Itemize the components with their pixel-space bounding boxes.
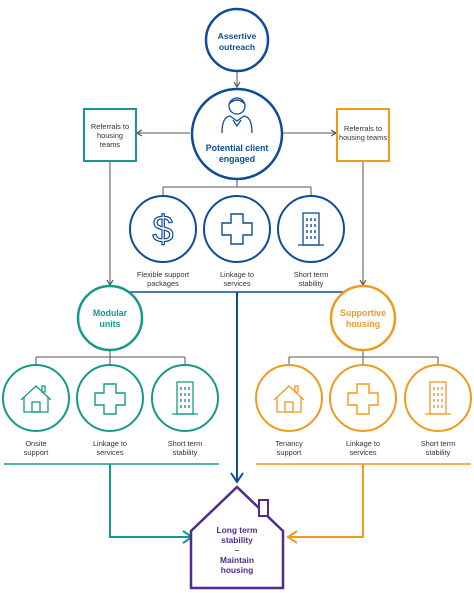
orange-service-3-line1: Short term [421,439,456,448]
teal-service-2-line1: Linkage to [93,439,127,448]
outcome-line5: housing [221,565,254,575]
modular-label-line1: Modular [93,308,128,318]
medical-cross-icon [347,383,379,415]
person-icon [221,97,253,134]
supportive-housing-node: Supportive housing [329,284,397,352]
blue-service-1-line1: Flexible support [137,270,189,279]
blue-service-3-line2: stability [299,279,324,288]
blue-service-flexible-support: $ Flexible support packages [129,195,197,288]
referral-left-line2: housing [97,131,123,140]
referral-left-line1: Referrals to [91,122,129,131]
orange-service-1-line1: Tenancy [275,439,303,448]
supportive-label-line1: Supportive [340,308,386,318]
teal-service-1-line1: Onsite [25,439,46,448]
engaged-label-line1: Potential client [206,143,269,153]
house-icon [20,385,52,413]
house-icon [273,385,305,413]
referral-box-left: Referrals to housing teams [83,108,137,162]
medical-cross-icon [221,213,253,245]
blue-service-3-line1: Short term [294,270,329,279]
building-icon [298,212,324,246]
blue-flow [128,291,346,484]
building-icon [425,381,451,415]
orange-service-linkage: Linkage to services [329,364,397,457]
teal-service-2-line2: services [96,448,123,457]
orange-service-3-line2: stability [426,448,451,457]
blue-service-linkage: Linkage to services [203,195,271,288]
referral-box-right: Referrals to housing teams [336,108,390,162]
teal-service-onsite-support: Onsite support [2,364,70,457]
blue-service-1-line2: packages [147,279,179,288]
outreach-label-line2: outreach [219,42,255,52]
outcome-line2: stability [221,535,253,545]
blue-service-short-term: Short term stability [277,195,345,288]
outreach-label-line1: Assertive [218,31,257,41]
referral-right-line2: housing teams [339,133,387,142]
engaged-label-line2: engaged [219,154,255,164]
blue-service-2-line1: Linkage to [220,270,254,279]
supportive-label-line2: housing [346,319,380,329]
orange-flow [256,463,471,544]
orange-service-1-line2: support [277,448,302,457]
outcome-line1: Long term [217,525,258,535]
orange-service-short-term: Short term stability [404,364,472,457]
teal-service-3-line1: Short term [168,439,203,448]
dollar-icon: $ [152,209,173,251]
blue-service-2-line2: services [223,279,250,288]
medical-cross-icon [94,383,126,415]
long-term-stability-house: Long term stability – Maintain housing [189,485,285,590]
teal-service-linkage: Linkage to services [76,364,144,457]
orange-service-2-line2: services [349,448,376,457]
modular-units-node: Modular units [76,284,144,352]
referral-left-line3: teams [100,140,120,149]
orange-service-2-line1: Linkage to [346,439,380,448]
teal-service-short-term: Short term stability [151,364,219,457]
outcome-line4: Maintain [220,555,254,565]
client-engaged-node: Potential client engaged [190,87,284,181]
outcome-line3: – [235,545,240,555]
orange-service-tenancy-support: Tenancy support [255,364,323,457]
teal-service-3-line2: stability [173,448,198,457]
assertive-outreach-node: Assertive outreach [204,7,270,73]
teal-flow [4,463,219,544]
teal-service-1-line2: support [24,448,49,457]
building-icon [172,381,198,415]
modular-label-line2: units [99,319,120,329]
referral-right-line1: Referrals to [344,124,382,133]
